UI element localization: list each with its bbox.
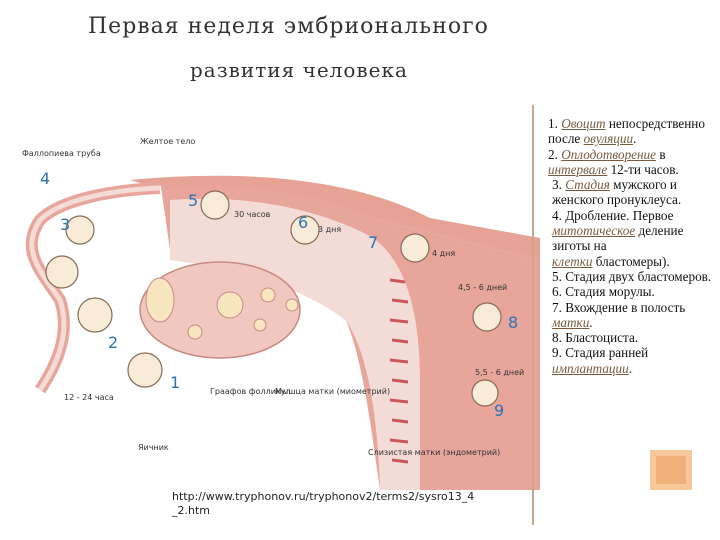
caption-text: 8. bbox=[552, 330, 566, 346]
caption-text: . bbox=[628, 360, 633, 376]
caption-link[interactable]: клетки bbox=[552, 253, 593, 269]
caption-link[interactable]: Оплодотворение bbox=[561, 146, 657, 162]
label-corpus-luteum: Желтое тело bbox=[140, 137, 195, 146]
source-url[interactable]: http://www.tryphonov.ru/tryphonov2/terms… bbox=[172, 490, 475, 517]
label-myometrium: Мышца матки (миометрий) bbox=[275, 387, 390, 396]
caption-link[interactable]: Овоцит bbox=[561, 116, 606, 131]
caption-text: Стадия ранней bbox=[565, 345, 649, 361]
caption-link[interactable]: овуляции bbox=[583, 131, 634, 147]
divider-line bbox=[532, 105, 534, 525]
caption-link[interactable]: матки bbox=[552, 314, 590, 330]
caption-item: 8. Бластоциста. bbox=[548, 330, 720, 345]
caption-text: 12-ти часов. bbox=[607, 161, 679, 177]
label-3d: 3 дня bbox=[318, 225, 341, 234]
embryo-development-diagram: 1 2 3 4 5 6 7 8 9 Фаллопиева труба Желто… bbox=[22, 137, 540, 490]
caption-text: деление зиготы на bbox=[552, 223, 684, 254]
label-5-6d: 5,5 - 6 дней bbox=[475, 368, 524, 377]
uterus-wall-upper bbox=[130, 175, 540, 260]
caption-text: 6. bbox=[552, 284, 566, 300]
label-endometrium: Слизистая матки (эндометрий) bbox=[368, 448, 500, 457]
stage-number: 8 bbox=[508, 313, 518, 332]
caption-text: в bbox=[656, 146, 666, 162]
caption-text: . bbox=[589, 314, 593, 330]
caption-text: Стадия морулы. bbox=[565, 284, 655, 300]
label-4-6d: 4,5 - 6 дней bbox=[458, 283, 507, 292]
label-4d: 4 дня bbox=[432, 249, 455, 258]
caption-text: . bbox=[633, 131, 637, 147]
caption-text: непосредственно после bbox=[548, 116, 705, 147]
caption-text: 3. bbox=[552, 177, 566, 193]
caption-link[interactable]: Стадия bbox=[565, 177, 610, 193]
caption-item: 5. Стадия двух бластомеров. bbox=[548, 269, 720, 284]
caption-item: 6. Стадия морулы. bbox=[548, 284, 720, 299]
caption-text: Стадия двух бластомеров. bbox=[565, 268, 712, 284]
caption-item: 9. Стадия ранней имплантации. bbox=[548, 345, 720, 376]
caption-link[interactable]: интервале bbox=[548, 161, 608, 177]
stage-number: 4 bbox=[40, 169, 50, 188]
caption-text: 9. bbox=[552, 345, 566, 361]
caption-item: 2. Оплодотворение в интервале 12-ти часо… bbox=[548, 147, 720, 178]
caption-text: 7. bbox=[552, 299, 566, 315]
caption-item: 3. Стадия мужского и женского пронуклеус… bbox=[548, 177, 720, 208]
label-30h: 30 часов bbox=[234, 210, 271, 219]
stages-caption: 1. Овоцит непосредственно после овуляции… bbox=[548, 116, 720, 376]
stage-cells bbox=[45, 190, 502, 407]
caption-item: 1. Овоцит непосредственно после овуляции… bbox=[548, 116, 720, 147]
caption-text: 4. bbox=[552, 207, 566, 223]
slide-title-line2: развития человека bbox=[190, 58, 408, 82]
caption-item: 4. Дробление. Первое митотическое делени… bbox=[548, 208, 720, 254]
caption-item: 7. Вхождение в полость матки. bbox=[548, 300, 720, 331]
stage-number: 3 bbox=[60, 215, 70, 234]
caption-text: 2. bbox=[548, 146, 562, 162]
endometrium-pattern bbox=[389, 278, 409, 464]
corner-decoration-icon bbox=[650, 450, 692, 490]
caption-text: 5. bbox=[552, 268, 566, 284]
stage-number: 6 bbox=[298, 213, 308, 232]
caption-text: мужского и женского пронуклеуса. bbox=[552, 177, 682, 208]
caption-text: Вхождение в полость bbox=[565, 299, 686, 315]
stage-number: 9 bbox=[494, 401, 504, 420]
caption-link[interactable]: митотическое bbox=[552, 223, 636, 239]
label-ovary: Яичник bbox=[138, 443, 169, 452]
label-tube: Фаллопиева труба bbox=[22, 149, 101, 158]
caption-text: бластомеры). bbox=[592, 253, 670, 269]
caption-link[interactable]: имплантации bbox=[552, 360, 629, 376]
stage-number: 5 bbox=[188, 191, 198, 210]
slide-title-line1: Первая неделя эмбрионального bbox=[88, 14, 489, 39]
uterus-lumen bbox=[170, 198, 420, 490]
stage-number: 2 bbox=[108, 333, 118, 352]
caption-text: 1. bbox=[548, 116, 562, 131]
caption-text: Дробление. Первое bbox=[565, 207, 674, 223]
label-follicle: Граафов фолликул bbox=[210, 387, 291, 396]
caption-item: клетки бластомеры). bbox=[548, 254, 720, 269]
label-12-24h: 12 - 24 часа bbox=[64, 393, 114, 402]
stage-number: 7 bbox=[368, 233, 378, 252]
caption-text: Бластоциста. bbox=[565, 330, 639, 346]
stage-number: 1 bbox=[170, 373, 180, 392]
